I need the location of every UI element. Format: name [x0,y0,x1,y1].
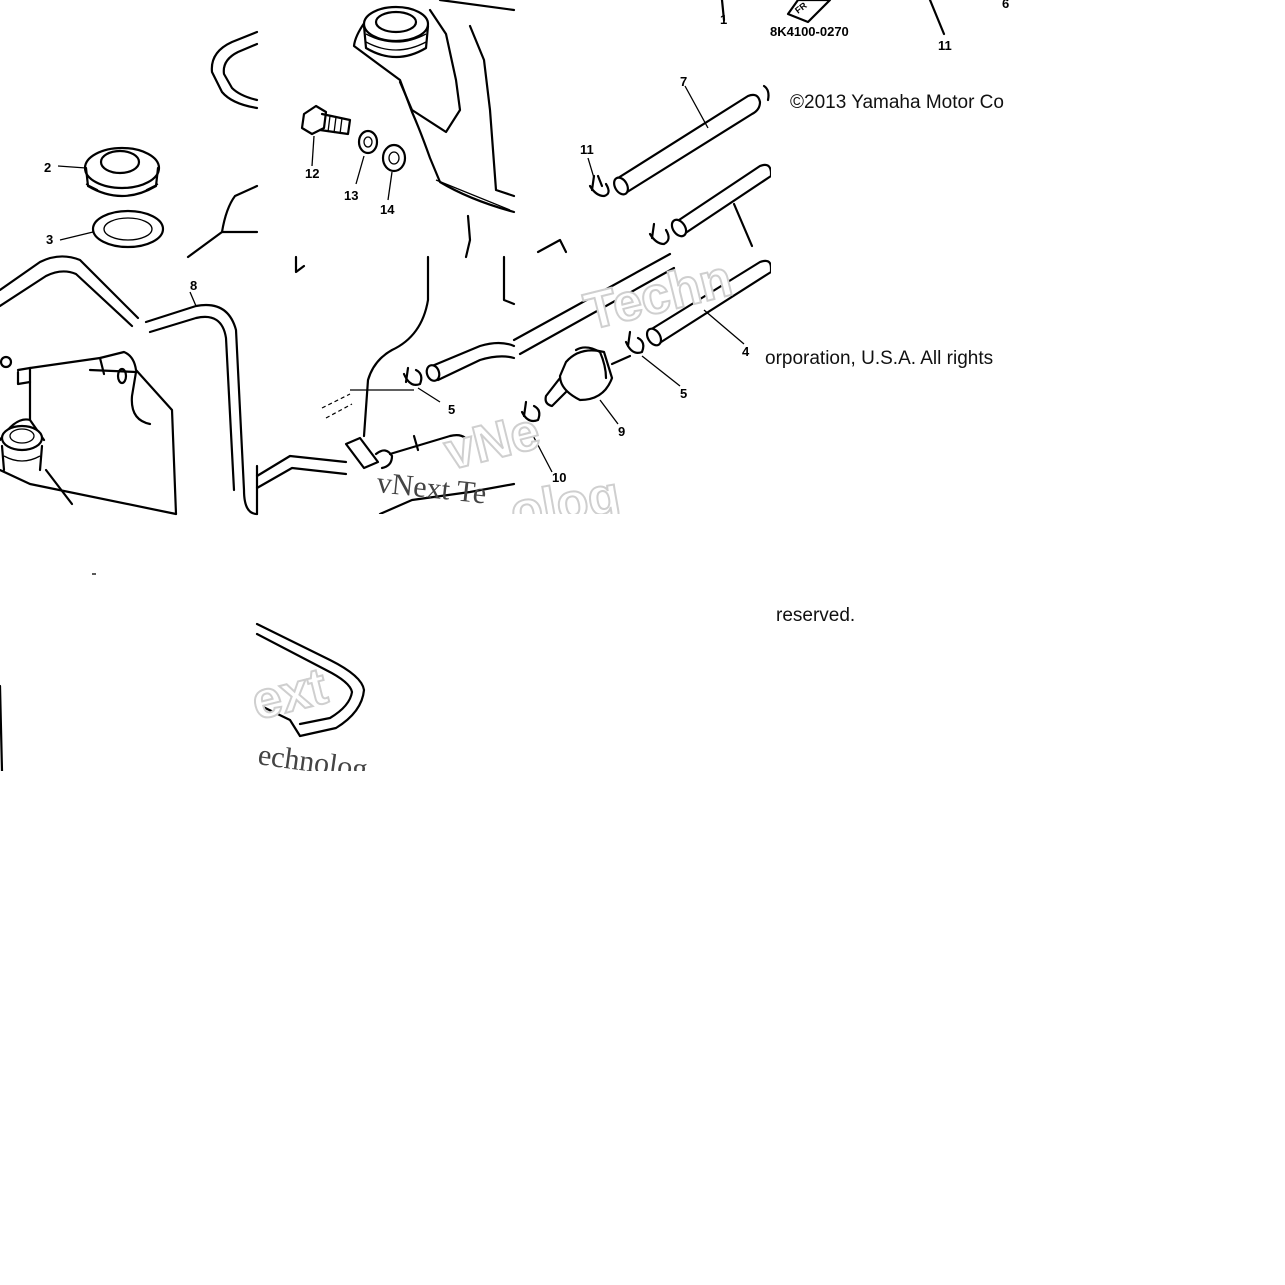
callout-12: 12 [305,166,319,181]
clip-part [588,174,610,198]
hose-long [512,252,676,356]
callout-labels: 1 2 3 4 5 5 6 7 8 9 10 11 11 12 13 14 8K… [44,0,1009,485]
vent-hose [362,255,430,438]
clip-part-center [402,366,423,386]
gasket-part [91,209,165,249]
washer-part-large [381,143,407,173]
frame-pipe-mid [0,255,140,320]
tile-center [255,255,516,516]
front-arrow-mark: FR [786,0,832,24]
callout-2: 2 [44,160,51,175]
callout-11a: 11 [580,142,594,157]
pipe-fitting [344,436,394,470]
callout-6: 6 [1002,0,1009,11]
hose-part [613,93,762,196]
copyright-line-2: orporation, U.S.A. All rights [765,348,1028,374]
oil-tank [0,350,178,516]
copyright-line-3: reserved. [776,605,896,631]
clip-part-small [648,222,670,246]
callout-5b: 5 [680,386,687,401]
callout-9: 9 [618,424,625,439]
tile-top-left [57,30,259,259]
callout-3: 3 [46,232,53,247]
tile-top-right: FR [536,0,946,254]
hose-part-upper [670,163,773,238]
hose-elbow [425,341,516,382]
callout-13: 13 [344,188,358,203]
callout-4: 4 [742,344,750,359]
callout-14: 14 [380,202,395,217]
tile-top-middle [300,0,516,259]
callout-7: 7 [680,74,687,89]
callout-5a: 5 [448,402,455,417]
tile-bottom-left [0,573,96,773]
callout-1: 1 [720,12,727,27]
watermark-fragment-1: Techn [579,249,738,341]
frame-pipe-low [255,622,366,738]
copyright-line-1: ©2013 Yamaha Motor Co [790,92,1028,118]
clip-part-lower [624,330,645,354]
filler-neck [362,5,430,58]
washer-part [357,129,379,155]
tile-middle-left [0,255,259,516]
filler-cap-part [83,146,161,197]
drawing-code: 8K4100-0270 [770,24,849,39]
tank-outline [352,20,516,214]
tile-bottom-center [255,622,366,738]
tile-middle-right [512,252,773,516]
callout-10: 10 [552,470,566,485]
clip-part-filter [520,400,541,423]
fuel-filter [544,346,632,408]
bolt-part [300,104,352,136]
callout-8: 8 [190,278,197,293]
callout-11b: 11 [938,38,952,53]
frame-pipe [210,30,259,110]
